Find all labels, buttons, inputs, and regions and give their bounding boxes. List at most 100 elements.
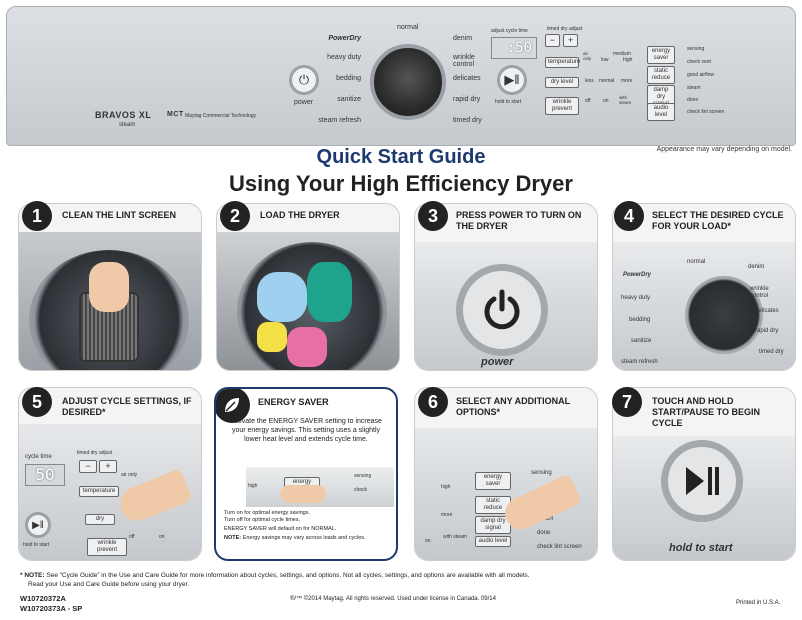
hold-label: hold to start bbox=[495, 99, 522, 105]
wrinkle-prevent-button: wrinkle prevent bbox=[545, 97, 579, 115]
start-pause-icon: ▶‖ bbox=[497, 65, 527, 95]
energy-saver-title: ENERGY SAVER bbox=[258, 397, 329, 407]
clothes-teal bbox=[307, 262, 352, 322]
cycle-sanitize: sanitize bbox=[337, 96, 361, 103]
s4-steam-refresh: steam refresh bbox=[621, 359, 658, 365]
s5-cycle-time: cycle time bbox=[25, 454, 52, 460]
power-icon bbox=[456, 264, 548, 356]
s6-high: high bbox=[441, 484, 451, 490]
step-number-4: 4 bbox=[614, 201, 644, 231]
s6-more: more bbox=[441, 512, 453, 518]
footnote-label: * NOTE: bbox=[20, 572, 45, 579]
step-5-title: ADJUST CYCLE SETTINGS, IF DESIRED* bbox=[62, 396, 192, 417]
step-1-card bbox=[18, 203, 202, 371]
finger bbox=[280, 485, 326, 503]
footnote: * NOTE: See “Cycle Guide” in the Use and… bbox=[20, 572, 790, 579]
printed-in: Printed in U.S.A. bbox=[736, 600, 781, 606]
step-number-7: 7 bbox=[612, 387, 642, 417]
s6-damp: damp dry signal bbox=[475, 516, 511, 534]
s5-on: on bbox=[159, 534, 165, 540]
cycle-wrinkle-control: wrinkle control bbox=[453, 54, 475, 68]
s5-timed-dry: timed dry adjust bbox=[77, 450, 113, 456]
es-note-text: Energy savings may vary across loads and… bbox=[242, 535, 366, 541]
s6-on: on bbox=[425, 538, 431, 544]
hand bbox=[89, 262, 129, 312]
s5-hold: hold to start bbox=[23, 542, 50, 548]
s6-energy: energy saver bbox=[475, 472, 511, 490]
step-number-6: 6 bbox=[418, 387, 448, 417]
s4-denim: denim bbox=[748, 264, 765, 270]
control-panel: ⏻ power PowerDry heavy duty bedding sani… bbox=[6, 6, 796, 146]
cycle-steam-refresh: steam refresh bbox=[318, 117, 361, 124]
footnote-2: Read your Use and Care Guide before usin… bbox=[28, 581, 190, 588]
status-sensing: sensing bbox=[687, 46, 705, 52]
clothes-pink bbox=[287, 327, 327, 367]
status-done: done bbox=[687, 97, 699, 103]
es-note-label: NOTE: bbox=[224, 535, 242, 541]
step-6-title: SELECT ANY ADDITIONAL OPTIONS* bbox=[456, 396, 571, 417]
s4-sanitize: sanitize bbox=[631, 338, 652, 344]
status-check-lint: check lint screen bbox=[687, 109, 725, 115]
brand-logo: BRAVOS XL bbox=[95, 110, 152, 120]
static-reduce-button: static reduce bbox=[647, 66, 675, 84]
power-caption: power bbox=[481, 356, 514, 368]
load-dryer-image bbox=[217, 232, 399, 370]
leaf-icon bbox=[216, 389, 250, 423]
s6-audio: audio level bbox=[475, 536, 511, 547]
temp-opt-high: high bbox=[623, 57, 633, 63]
wrinkle-opt-off: off bbox=[585, 98, 591, 104]
es-note-4: NOTE: Energy savings may vary across loa… bbox=[224, 535, 384, 542]
cycle-denim: denim bbox=[453, 35, 473, 42]
copyright: ®/™ ©2014 Maytag. All rights reserved. U… bbox=[290, 596, 496, 602]
status-steam: steam bbox=[687, 85, 701, 91]
s5-off: off bbox=[129, 534, 135, 540]
appearance-note: Appearance may vary depending on model. bbox=[656, 146, 792, 153]
step-2-title: LOAD THE DRYER bbox=[260, 210, 340, 220]
s5-dry: dry bbox=[85, 514, 115, 525]
audio-level-button: audio level bbox=[647, 103, 675, 121]
s5-plus: + bbox=[99, 460, 117, 473]
lint-screen-image bbox=[19, 232, 201, 370]
s4-rapid-dry: rapid dry bbox=[755, 328, 779, 334]
energy-saver-card: ENERGY SAVER Activate the ENERGY SAVER s… bbox=[214, 387, 398, 561]
mct-logo: MCT bbox=[167, 111, 184, 118]
start-pause-icon bbox=[661, 440, 743, 522]
step-6-card: energy saver static reduce damp dry sign… bbox=[414, 387, 598, 561]
step-1-title: CLEAN THE LINT SCREEN bbox=[62, 210, 177, 220]
s6-done: done bbox=[537, 530, 551, 536]
cycle-rapid-dry: rapid dry bbox=[453, 96, 481, 103]
brand-sub: steam bbox=[119, 122, 136, 128]
s5-lcd: 50 bbox=[25, 464, 65, 486]
part-number-2: W10720373A - SP bbox=[20, 604, 83, 613]
temp-opt-medium: medium bbox=[613, 51, 631, 57]
s4-heavy-duty: heavy duty bbox=[621, 295, 651, 301]
energy-saver-button: energy saver bbox=[647, 46, 675, 64]
s6-static: static reduce bbox=[475, 496, 511, 514]
mct-sub: Maytag Commercial Technology bbox=[185, 113, 257, 119]
energy-button-image: energy saver sensing static check high bbox=[246, 467, 394, 507]
step-2-card bbox=[216, 203, 400, 371]
cycle-timed-dry: timed dry bbox=[453, 117, 482, 124]
hold-caption: hold to start bbox=[669, 542, 733, 554]
dry-opt-less: less bbox=[585, 78, 594, 84]
cycle-heavy-duty: heavy duty bbox=[327, 54, 361, 61]
plus-button: + bbox=[563, 34, 578, 47]
energy-saver-body: Activate the ENERGY SAVER setting to inc… bbox=[230, 418, 382, 443]
wrinkle-opt-on: on bbox=[603, 98, 609, 104]
s4-normal: normal bbox=[687, 259, 706, 265]
wrinkle-opt-steam: with steam bbox=[619, 95, 632, 105]
footnote-text: See “Cycle Guide” in the Use and Care Gu… bbox=[46, 572, 530, 579]
es-sensing: sensing bbox=[354, 473, 372, 479]
power-label: power bbox=[294, 99, 314, 106]
part-number-1: W10720372A bbox=[20, 594, 66, 603]
page-subtitle: Using Your High Efficiency Dryer bbox=[229, 171, 573, 196]
s5-minus: − bbox=[79, 460, 97, 473]
step-4-title: SELECT THE DESIRED CYCLE FOR YOUR LOAD* bbox=[652, 210, 784, 231]
status-good-airflow: good airflow bbox=[687, 72, 714, 78]
time-display: :50 bbox=[491, 37, 537, 59]
step-number-2: 2 bbox=[220, 201, 250, 231]
s4-timed-dry: timed dry bbox=[759, 349, 784, 355]
step-5-card: cycle time 50 timed dry adjust − + tempe… bbox=[18, 387, 202, 561]
timed-dry-label: timed dry adjust bbox=[547, 26, 583, 32]
s5-wrinkle: wrinkle prevent bbox=[87, 538, 127, 556]
